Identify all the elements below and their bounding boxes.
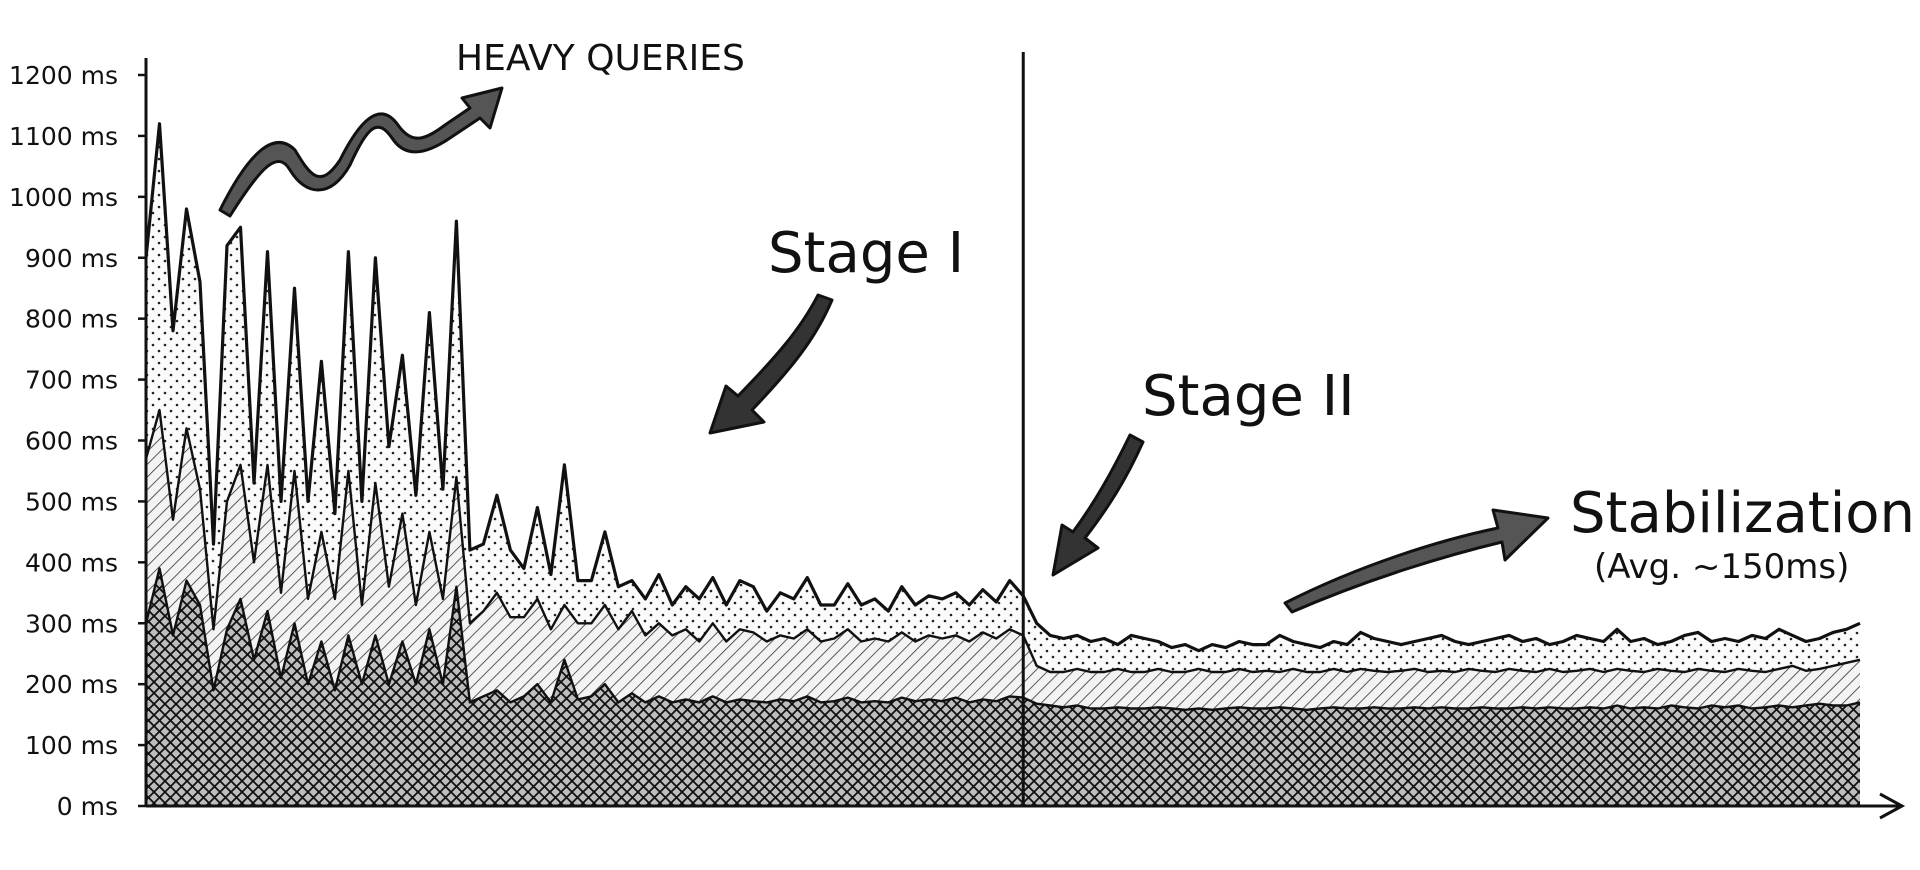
- y-tick-label: 1000 ms: [9, 183, 118, 212]
- y-tick-label: 500 ms: [25, 487, 118, 516]
- stabilization-label: Stabilization: [1570, 481, 1915, 546]
- stabilization-arrow-icon: [1283, 508, 1550, 614]
- series-line-hatch: [144, 408, 1861, 674]
- stage-1-label: Stage I: [768, 221, 964, 286]
- y-tick-label: 1100 ms: [9, 122, 118, 151]
- series-areas: [144, 122, 1861, 806]
- y-tick-label: 300 ms: [25, 609, 118, 638]
- heavy-queries-arrow-icon: [218, 86, 504, 218]
- y-tick-label: 800 ms: [25, 305, 118, 334]
- heavy-queries-label: HEAVY QUERIES: [456, 38, 745, 79]
- y-tick-label: 700 ms: [25, 366, 118, 395]
- stage-2-arrow-icon: [1051, 433, 1145, 577]
- x-axis-arrowhead: [1879, 792, 1906, 820]
- series-line-crosshatch: [144, 567, 1861, 711]
- stage-1-arrow-icon: [708, 293, 834, 435]
- y-tick-label: 900 ms: [25, 244, 118, 273]
- stage-2-label: Stage II: [1142, 364, 1355, 429]
- y-tick-label: 1200 ms: [9, 61, 118, 90]
- y-tick-label: 100 ms: [25, 731, 118, 760]
- series-area-crosshatch: [146, 568, 1860, 806]
- stabilization-avg-label: (Avg. ~150ms): [1594, 547, 1849, 587]
- y-tick-label: 400 ms: [25, 548, 118, 577]
- y-tick-label: 200 ms: [25, 670, 118, 699]
- y-tick-label: 600 ms: [25, 427, 118, 456]
- y-tick-label: 0 ms: [57, 792, 118, 821]
- series-line-dots: [144, 122, 1861, 653]
- y-axis-ticks: 0 ms 100 ms 200 ms 300 ms 400 ms 500 ms 600 ms…: [9, 61, 146, 821]
